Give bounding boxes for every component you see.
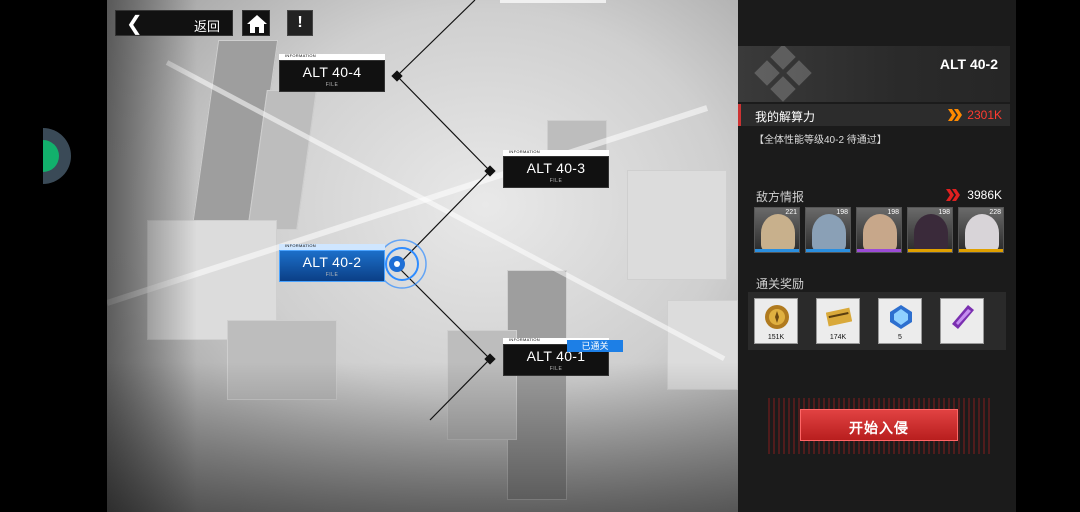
power-value: 2301K (967, 108, 1002, 122)
stage-name: ALT 40-2 (939, 56, 998, 72)
side-gauge-icon (43, 128, 71, 184)
enemy-card[interactable]: 198 (856, 207, 902, 253)
back-label: 返回 (193, 19, 220, 34)
requirement-text: 【全体性能等级40-2 待通过】 (754, 135, 887, 146)
info-button[interactable]: ! (287, 10, 313, 36)
node-tag: INFORMATION (285, 53, 317, 58)
enemy-power-value: 3986K (967, 188, 1002, 202)
stage-node-alt-40-1[interactable]: INFORMATION ALT 40-1 FILE (503, 337, 609, 376)
stage-info-panel: ALT 40-2 我的解算力 2301K 【全体性能等级40-2 待通过】 敌方… (738, 0, 1016, 512)
stage-node-alt-40-3[interactable]: INFORMATION ALT 40-3 FILE (503, 149, 609, 188)
reward-item[interactable] (940, 298, 984, 344)
stage-map (107, 0, 738, 512)
stage-node-alt-40-2[interactable]: INFORMATION ALT 40-2 FILE (279, 243, 385, 282)
chevron-left-icon: ❮ (126, 13, 143, 35)
node-tag: INFORMATION (285, 243, 317, 248)
node-title: ALT 40-3 (526, 160, 586, 176)
enemy-portrait (965, 214, 999, 252)
enemy-level: 221 (785, 209, 797, 216)
stage-node-alt-40-4[interactable]: INFORMATION ALT 40-4 FILE (279, 53, 385, 92)
purple-shard-icon (952, 305, 974, 329)
node-sub: FILE (549, 178, 563, 184)
node-marker (484, 353, 496, 365)
enemy-card[interactable]: 221 (754, 207, 800, 253)
enemy-section-title: 敌方情报 (756, 190, 805, 204)
enemy-level: 228 (989, 209, 1001, 216)
node-title: ALT 40-2 (302, 254, 362, 270)
gold-coin-icon (765, 305, 789, 329)
enemy-portrait (914, 214, 948, 252)
start-label: 开始入侵 (849, 420, 909, 436)
enemy-list: 221 198 198 198 228 (754, 207, 1004, 253)
enemy-card[interactable]: 228 (958, 207, 1004, 253)
reward-item[interactable]: 5 (878, 298, 922, 344)
node-title: ALT 40-4 (302, 64, 362, 80)
node-sub: FILE (325, 272, 339, 278)
home-icon (247, 15, 267, 33)
reward-qty: 5 (898, 334, 902, 341)
enemy-card[interactable]: 198 (805, 207, 851, 253)
node-title: ALT 40-1 (526, 348, 586, 364)
start-invasion-button[interactable]: 开始入侵 (800, 409, 958, 441)
node-marker (484, 165, 496, 177)
building (627, 170, 727, 280)
reward-list: 151K 174K 5 (748, 292, 1006, 350)
enemy-level: 198 (887, 209, 899, 216)
reward-qty: 174K (829, 334, 847, 341)
node-tag: INFORMATION (509, 149, 541, 154)
reward-section-title: 通关奖励 (756, 277, 805, 291)
skyscraper (507, 270, 567, 500)
node-sub: FILE (549, 366, 563, 372)
enemy-level: 198 (836, 209, 848, 216)
back-button[interactable]: ❮ 返回 (115, 10, 233, 36)
current-position-icon (377, 239, 427, 289)
power-icon (948, 109, 962, 121)
enemy-power-icon (946, 189, 960, 201)
node-sub: FILE (325, 82, 339, 88)
enemy-portrait (761, 214, 795, 252)
my-power-row: 我的解算力 2301K (738, 104, 1010, 126)
reward-item[interactable]: 174K (816, 298, 860, 344)
stage-header: ALT 40-2 (738, 46, 1010, 102)
reward-item[interactable]: 151K (754, 298, 798, 344)
enemy-card[interactable]: 198 (907, 207, 953, 253)
enemy-portrait (863, 214, 897, 252)
emblem-icon (754, 46, 812, 102)
power-label: 我的解算力 (755, 110, 816, 124)
home-button[interactable] (242, 10, 270, 36)
building (227, 320, 337, 400)
reward-qty: 151K (767, 334, 785, 341)
blue-crystal-icon (890, 305, 912, 329)
enemy-level: 198 (938, 209, 950, 216)
node-tag: INFORMATION (509, 337, 541, 342)
credit-card-icon (826, 307, 852, 327)
cleared-badge: 已通关 (567, 340, 623, 352)
enemy-portrait (812, 214, 846, 252)
